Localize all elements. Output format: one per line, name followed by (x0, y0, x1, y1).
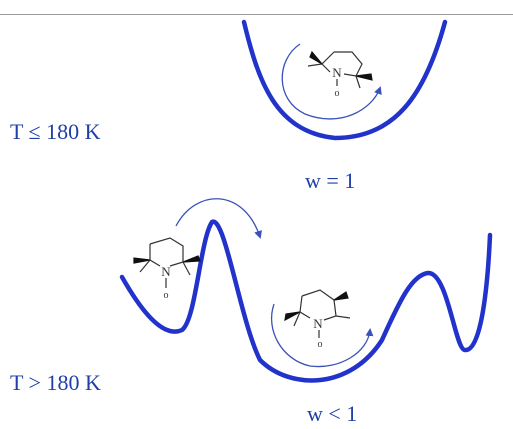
molecule-bottom-left-oxygen: o (164, 290, 169, 301)
molecule-bottom-right-nitrogen: N (313, 316, 323, 331)
molecule-top-nitrogen: N (332, 65, 342, 80)
molecule-bottom-right-oxygen: o (318, 339, 323, 350)
weight-label-equal-one: w = 1 (305, 168, 356, 193)
molecule-bottom-right: N o (284, 289, 351, 350)
top-divider-line (0, 14, 513, 15)
weight-label-less-than-one: w < 1 (307, 401, 358, 426)
molecule-top: N o (307, 50, 373, 99)
temperature-label-high: T > 180 K (10, 370, 101, 395)
double-well-potential-curve (119, 219, 493, 383)
molecule-top-oxygen: o (335, 88, 340, 99)
top-libration-arrow (281, 43, 382, 120)
barrier-jump-arrow (175, 198, 262, 239)
molecule-bottom-left: N o (133, 237, 201, 301)
temperature-label-low: T ≤ 180 K (10, 119, 101, 144)
molecule-bottom-left-nitrogen: N (161, 264, 171, 279)
bottom-libration-arrow (270, 303, 374, 368)
single-well-potential-curve (241, 19, 448, 141)
